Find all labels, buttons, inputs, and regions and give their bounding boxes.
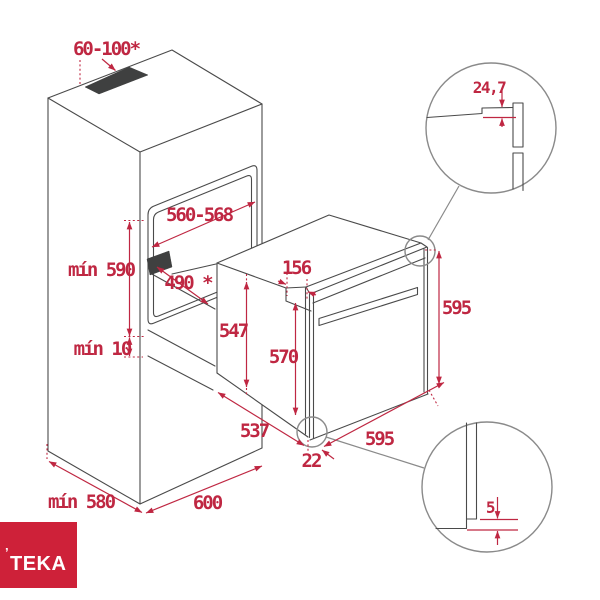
dim-bottom-depth: 537: [217, 391, 305, 447]
callout-ring-top: [404, 235, 436, 267]
oven-outline: [216, 214, 429, 441]
dim-cabinet-depth: mín 580: [46, 444, 143, 514]
svg-text:22: 22: [302, 450, 321, 472]
svg-text:mín 10: mín 10: [74, 338, 132, 360]
dim-niche-height: mín 590: [68, 219, 146, 338]
svg-text:537: 537: [240, 420, 270, 442]
dim-right-height: 595: [425, 249, 474, 407]
dim-body-depth: 547: [219, 274, 251, 395]
dim-bottom-clearance: mín 10: [74, 337, 143, 360]
svg-text:570: 570: [269, 346, 299, 368]
svg-text:mín 590: mín 590: [68, 259, 136, 281]
detail-bottom-content: 5: [435, 422, 518, 545]
dim-niche-width: 560-568: [151, 201, 256, 248]
dim-vent-depth: 490 *: [156, 266, 215, 305]
oven-handle: [318, 286, 419, 327]
svg-text:560-568: 560-568: [166, 204, 234, 226]
top-vent-slot: [84, 66, 149, 95]
detail-top-content: 24,7: [426, 78, 524, 192]
svg-text:595: 595: [442, 297, 472, 319]
svg-text:595: 595: [365, 428, 395, 450]
dim-door-protrusion: 22: [302, 440, 335, 472]
svg-text:156: 156: [282, 257, 312, 279]
dim-control-panel: 156: [277, 257, 317, 301]
dim-detail-step: 24,7: [473, 78, 506, 97]
dim-detail-gap: 5: [486, 498, 495, 517]
teka-logo-mark: ’: [5, 545, 9, 560]
teka-logo-text: TEKA: [10, 553, 66, 575]
svg-text:60-100*: 60-100*: [73, 38, 141, 60]
dimensions: 60-100* 560-568 mín 590 490 * mín 10: [46, 38, 474, 514]
dim-cabinet-width: 600: [145, 465, 263, 514]
dim-front-width: 595: [323, 381, 445, 450]
detail-circle-bottom: [421, 421, 553, 553]
svg-text:547: 547: [219, 320, 249, 342]
teka-logo-box: [0, 522, 77, 588]
detail-callouts: 24,7 5: [296, 62, 557, 553]
svg-text:mín 580: mín 580: [48, 491, 116, 513]
svg-text:600: 600: [193, 492, 223, 514]
leader-top-detail: [427, 185, 460, 241]
dim-top-vent: 60-100*: [73, 38, 143, 85]
teka-logo: ’ TEKA: [0, 522, 77, 588]
